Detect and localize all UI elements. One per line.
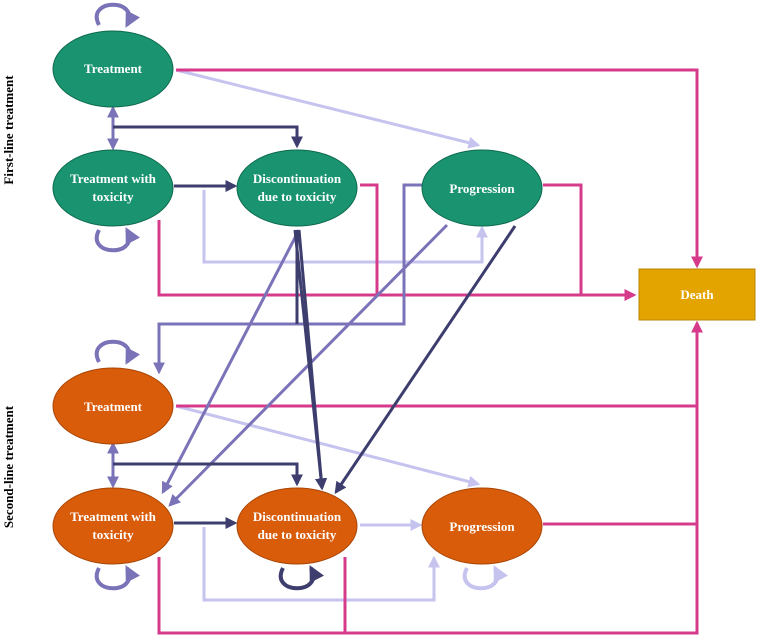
node-fl-toxicity-label-line2: toxicity xyxy=(92,189,134,204)
dark-transitions xyxy=(113,125,517,529)
node-death: Death xyxy=(638,268,756,321)
node-death-label: Death xyxy=(680,287,714,302)
self-loop-sl-treatment xyxy=(94,339,140,365)
edge-fl-treatment-to-progression xyxy=(175,68,481,149)
node-fl-toxicity-label-line1: Treatment with xyxy=(70,171,157,186)
node-sl-toxicity-label-line1: Treatment with xyxy=(70,509,157,524)
node-sl-toxicity: Treatment with toxicity xyxy=(52,487,174,565)
edge-fl-treatment-to-death xyxy=(176,68,703,269)
node-fl-discontinuation: Discontinuation due to toxicity xyxy=(236,149,358,227)
edge-fl-discontinuation-to-death xyxy=(360,183,379,295)
node-sl-discontinuation-label-line1: Discontinuation xyxy=(253,509,342,524)
first-line-group-label: First-line treatment xyxy=(1,75,16,185)
edge-fl-discontinuation-to-sl-toxicity xyxy=(161,229,301,495)
edge-fl-progression-to-sl-discontinuation xyxy=(334,225,517,494)
edge-sl-treatment-to-progression xyxy=(175,404,481,488)
light-transitions xyxy=(175,68,488,602)
node-sl-progression-label: Progression xyxy=(449,519,515,534)
edge-fl-toxicity-to-progression xyxy=(202,190,488,264)
node-fl-toxicity: Treatment with toxicity xyxy=(52,149,174,227)
edge-sl-treatment-to-discontinuation xyxy=(113,462,303,487)
node-fl-treatment-label: Treatment xyxy=(84,61,143,76)
node-fl-progression-label: Progression xyxy=(449,181,515,196)
edge-sl-treatment-to-death xyxy=(176,320,703,408)
node-sl-discontinuation-label-line2: due to toxicity xyxy=(258,527,337,542)
node-fl-treatment: Treatment xyxy=(52,30,174,108)
death-transitions xyxy=(157,68,703,635)
self-loop-sl-progression xyxy=(462,565,508,591)
node-sl-discontinuation: Discontinuation due to toxicity xyxy=(236,487,358,565)
node-sl-toxicity-label-line2: toxicity xyxy=(92,527,134,542)
node-sl-treatment: Treatment xyxy=(52,367,174,445)
node-fl-discontinuation-label-line1: Discontinuation xyxy=(253,171,342,186)
self-loop-sl-toxicity xyxy=(94,565,140,591)
node-fl-discontinuation-label-line2: due to toxicity xyxy=(258,189,337,204)
edge-fl-discontinuation-to-sl-discontinuation-b xyxy=(293,229,327,491)
self-loop-fl-toxicity xyxy=(94,227,140,253)
edge-fl-progression-to-death xyxy=(543,183,583,295)
edge-fl-toxicity-to-death xyxy=(157,220,637,301)
edge-fl-treatment-to-discontinuation xyxy=(113,125,303,149)
node-sl-treatment-label: Treatment xyxy=(84,399,143,414)
edge-sl-toxicity-to-death xyxy=(157,406,699,635)
edge-sl-toxicity-to-progression xyxy=(202,527,440,602)
self-loop-fl-treatment xyxy=(94,2,140,28)
node-fl-progression: Progression xyxy=(421,149,543,227)
edge-fl-progression-to-sl-treatment xyxy=(153,183,422,375)
second-line-group-label: Second-line treatment xyxy=(1,405,16,528)
self-loop-sl-discontinuation xyxy=(278,565,324,591)
node-sl-progression: Progression xyxy=(421,487,543,565)
